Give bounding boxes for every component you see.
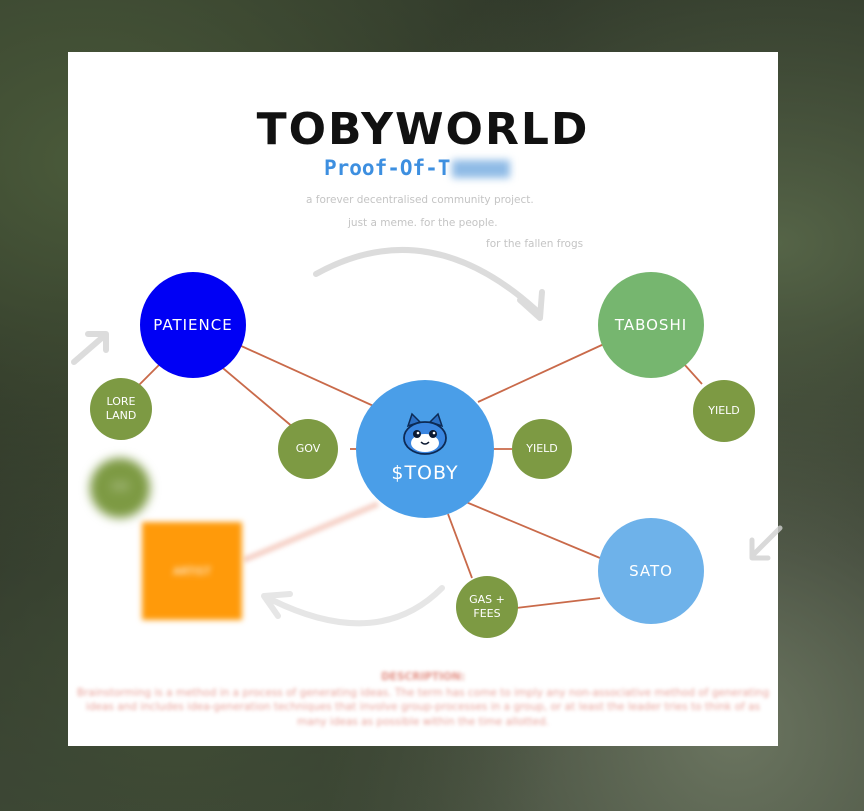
node-patience-label: PATIENCE xyxy=(153,315,233,334)
redacted-subtitle-part xyxy=(452,160,511,178)
edge-toby-taboshi xyxy=(477,343,605,403)
description-block: DESCRIPTION: Brainstorming is a method i… xyxy=(68,670,778,729)
edge-toby-artist xyxy=(242,501,380,563)
toby-mascot-icon xyxy=(403,412,447,456)
node-yield-right-label: YIELD xyxy=(708,404,740,418)
node-toby[interactable]: $TOBY xyxy=(356,380,494,518)
bottom-curved-arrow-head xyxy=(261,591,293,619)
tagline-3: for the fallen frogs xyxy=(486,238,584,250)
node-gov-label: GOV xyxy=(295,442,321,456)
left-arrow xyxy=(71,331,109,365)
top-curved-arrow-head xyxy=(517,289,545,321)
edge-patience-gov xyxy=(217,363,295,429)
node-yield-center[interactable]: YIELD xyxy=(512,419,572,479)
node-gov[interactable]: GOV xyxy=(278,419,338,479)
node-blurred[interactable]: ??? xyxy=(90,458,150,518)
edge-patience-toby xyxy=(227,339,379,409)
edge-patience-lore xyxy=(137,363,161,387)
description-body: Brainstorming is a method in a process o… xyxy=(76,687,770,728)
edge-toby-sato xyxy=(465,501,601,559)
node-gas-fees-label: GAS + FEES xyxy=(469,593,505,620)
subtitle-text: Proof-Of-T xyxy=(324,156,451,180)
node-lore-land[interactable]: LORE LAND xyxy=(90,378,152,440)
edge-taboshi-yield xyxy=(683,363,703,385)
tagline-2: just a meme. for the people. xyxy=(348,217,498,229)
node-toby-label: $TOBY xyxy=(391,462,459,485)
node-yield-right[interactable]: YIELD xyxy=(693,380,755,442)
tagline-1: a forever decentralised community projec… xyxy=(306,194,534,206)
node-taboshi-label: TABOSHI xyxy=(614,315,688,334)
node-lore-land-label: LORE LAND xyxy=(105,395,137,422)
node-gas-fees[interactable]: GAS + FEES xyxy=(456,576,518,638)
node-taboshi[interactable]: TABOSHI xyxy=(598,272,704,378)
node-yield-center-label: YIELD xyxy=(526,442,558,456)
node-artist-label: ARTIST xyxy=(172,564,212,578)
edge-gas-sato xyxy=(515,597,601,609)
top-curved-arrow xyxy=(313,247,539,313)
node-sato-label: SATO xyxy=(629,561,673,580)
page-title: TOBYWORLD xyxy=(256,104,590,155)
node-blurred-label: ??? xyxy=(111,481,129,495)
description-heading: DESCRIPTION: xyxy=(381,671,465,683)
page-subtitle: Proof-Of-T xyxy=(324,156,511,180)
diagram-card: TOBYWORLD Proof-Of-T a forever decentral… xyxy=(68,52,778,746)
bottom-curved-arrow xyxy=(269,585,445,627)
node-artist[interactable]: ARTIST xyxy=(142,522,242,620)
edge-toby-gas xyxy=(447,513,473,579)
node-sato[interactable]: SATO xyxy=(598,518,704,624)
node-patience[interactable]: PATIENCE xyxy=(140,272,246,378)
diagram-connections xyxy=(71,247,703,627)
